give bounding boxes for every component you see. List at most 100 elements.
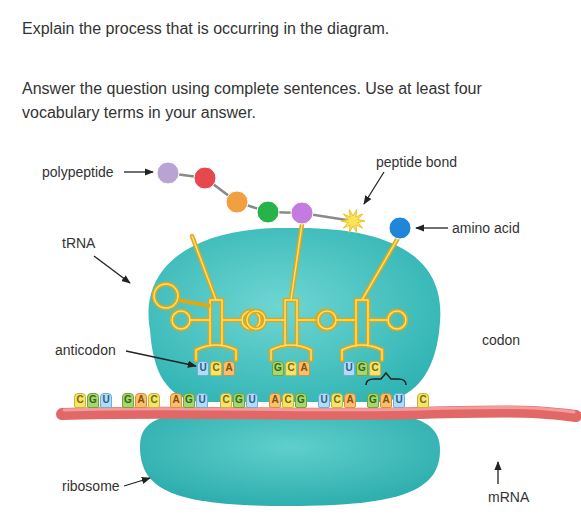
base-letter: U [395,394,402,406]
base-tile: C [220,393,232,408]
base-letter: A [172,394,179,406]
trna-stroke [336,238,398,360]
trna-stroke [190,236,242,360]
base-letter: A [300,362,307,374]
leader-line [126,351,196,366]
base-letter: G [369,394,377,406]
base-tile: A [380,393,392,408]
mrna-strand [62,412,576,416]
base-tile: U [393,393,405,408]
base-letter: C [222,394,229,406]
base-letter: U [102,394,109,406]
trna-loop [388,311,406,329]
amino-acid-bead [194,167,216,189]
trna-loop [247,311,265,329]
part-label: peptide bond [376,153,457,171]
trna-stroke [336,238,398,360]
base-tile: C [74,393,86,408]
base-tile: U [343,361,355,376]
base-letter: C [419,394,426,406]
trna-loop [318,311,336,329]
trna-stroke [190,236,242,360]
base-letter: A [225,362,232,374]
base-tile: C [210,361,222,376]
base-letter: U [248,394,255,406]
base-letter: U [320,394,327,406]
amino-acid-bead [157,162,179,184]
leader-line [364,172,384,204]
base-letter: G [124,394,132,406]
trna-loop [317,311,335,329]
base-letter: C [287,362,294,374]
trna-shape [247,224,335,360]
peptide-bond-burst [341,210,365,233]
trna-stroke [265,224,317,360]
part-label: ribosome [62,477,120,495]
amino-acid-bead [291,202,313,224]
base-letter: A [346,394,353,406]
base-letter: G [235,394,243,406]
base-tile: C [282,393,294,408]
base-tile: A [223,361,235,376]
trna-shape [154,236,260,360]
part-label: tRNA [62,234,95,252]
base-letter: A [271,394,278,406]
base-tile: G [183,393,195,408]
base-letter: A [382,394,389,406]
base-letter: C [150,394,157,406]
trna-loop [388,311,406,329]
trna-loop [154,284,178,308]
base-letter: U [199,362,206,374]
base-tile: C [369,361,381,376]
amino-acid-bead [389,217,411,239]
polypeptide-chain [157,162,411,239]
base-letter: C [284,394,291,406]
base-tile: A [298,361,310,376]
base-letter: G [185,394,193,406]
base-tile: C [148,393,160,408]
base-tile: U [318,393,330,408]
leader-line [416,227,448,228]
base-tile: A [269,393,281,408]
trna-loop [247,311,265,329]
leader-line [94,256,130,283]
base-tile: G [356,361,368,376]
base-tile: G [87,393,99,408]
part-label: polypeptide [42,163,114,181]
trna-loop [318,311,336,329]
leader-line [124,478,150,486]
part-label: anticodon [55,341,116,359]
base-tile: U [246,393,258,408]
base-tile: G [272,361,284,376]
ribosome-large-subunit [149,228,441,402]
base-letter: C [76,394,83,406]
trna-stroke [178,300,210,306]
mrna-highlight [64,408,574,412]
base-tile: C [331,393,343,408]
part-label: mRNA [488,488,529,506]
leader-line [124,171,153,172]
trna-stroke [265,224,317,360]
base-tile: C [417,393,429,408]
base-letter: C [212,362,219,374]
trna-shape [318,238,406,360]
base-letter: G [297,394,305,406]
amino-acid-bead [226,191,248,213]
base-tile: U [100,393,112,408]
question-title: Explain the process that is occurring in… [22,17,389,41]
part-label: amino acid [452,219,520,237]
base-letter: G [358,362,366,374]
base-letter: A [137,394,144,406]
ribosome-small-subunit [140,408,440,506]
leader-line [497,462,498,484]
base-tile: C [285,361,297,376]
base-tile: G [122,393,134,408]
base-tile: G [367,393,379,408]
question-instructions: Answer the question using complete sente… [22,77,562,125]
base-tile: A [170,393,182,408]
base-tile: A [344,393,356,408]
trna-loop [172,311,190,329]
trna-group [154,224,406,360]
